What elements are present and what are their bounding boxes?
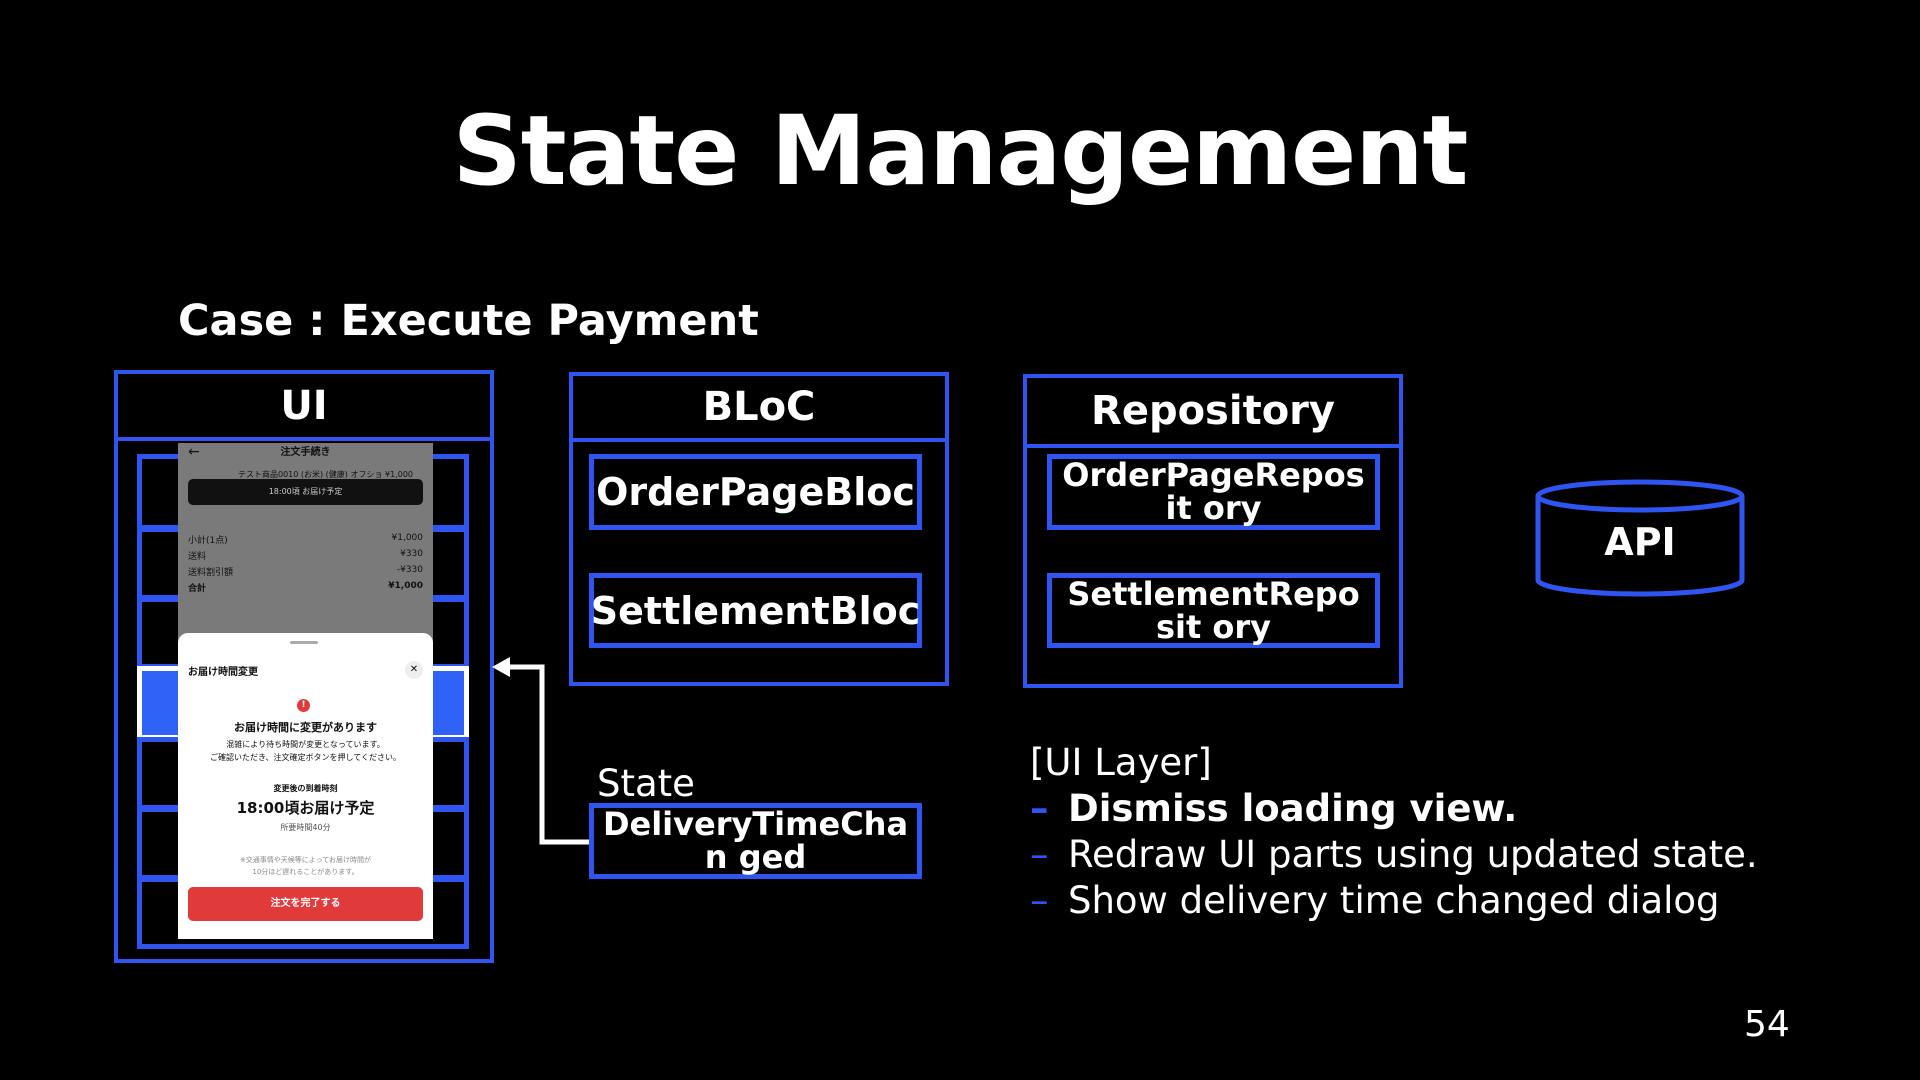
bullet-dash-icon: –	[1030, 787, 1049, 830]
settlement-repository: SettlementReposit ory	[1047, 573, 1380, 648]
api-label: API	[1604, 520, 1676, 564]
complete-order-button[interactable]: 注文を完了する	[188, 887, 423, 921]
bloc-panel-header: BLoC	[573, 376, 945, 442]
ui-panel-header: UI	[118, 374, 490, 441]
back-arrow-icon: ←	[188, 444, 200, 460]
warning-icon: !	[297, 699, 310, 712]
order-page-repository: OrderPageReposit ory	[1047, 454, 1380, 530]
ui-panel: UI	[114, 370, 494, 963]
phone-row-subtotal: 小計(1点)¥1,000	[188, 533, 423, 546]
page-number: 54	[1744, 1004, 1790, 1045]
state-to-ui-arrow	[492, 657, 591, 845]
case-label: Case : Execute Payment	[178, 296, 759, 346]
sheet-description-2: ご確認いただき、注文確定ボタンを押してください。	[210, 753, 401, 762]
arrival-time: 18:00頃お届け予定	[236, 799, 375, 817]
phone-row-shipping: 送料¥330	[188, 549, 423, 562]
phone-row-shipping-discount: 送料割引額-¥330	[188, 565, 423, 578]
phone-header-title: 注文手続き	[280, 447, 331, 458]
sheet-title: お届け時間変更	[188, 667, 258, 678]
bloc-panel: BLoC	[569, 372, 949, 686]
sheet-description-1: 混雑により待ち時間が変更となっています。	[226, 740, 385, 749]
repository-panel: Repository	[1023, 374, 1403, 688]
order-page-bloc: OrderPageBloc	[589, 454, 922, 530]
ui-layer-description: [UI Layer] – Dismiss loading view. – Red…	[1030, 740, 1758, 924]
bullet-dash-icon: –	[1030, 833, 1049, 876]
arrival-duration: 所要時間40分	[280, 823, 331, 832]
close-icon[interactable]: ✕	[405, 661, 423, 679]
ui-layer-title: [UI Layer]	[1030, 741, 1212, 784]
home-indicator	[270, 932, 340, 935]
slide-title: State Management	[452, 95, 1469, 207]
repository-panel-header: Repository	[1027, 378, 1399, 448]
delivery-time-changed-state: DeliveryTimeChan ged	[589, 803, 922, 879]
delay-note-2: 10分ほど遅れることがあります。	[252, 868, 359, 876]
phone-screenshot: ← 注文手続き テスト商品0010 (お米) (健康) オフショ ¥1,000 …	[178, 443, 433, 939]
delivery-change-sheet: お届け時間変更 ✕ ! お届け時間に変更があります 混雑により待ち時間が変更とな…	[178, 633, 433, 939]
sheet-heading: お届け時間に変更があります	[234, 721, 377, 734]
arrival-label: 変更後の到着時刻	[273, 784, 338, 793]
phone-row-total: 合計¥1,000	[188, 581, 423, 594]
phone-delivery-banner: 18:00頃 お届け予定	[188, 479, 423, 505]
ui-layer-bullet: – Redraw UI parts using updated state.	[1030, 833, 1758, 876]
delay-note-1: ※交通事情や天候等によってお届け時間が	[239, 856, 372, 864]
api-database-icon	[1535, 479, 1745, 597]
state-label: State	[597, 762, 695, 805]
bullet-dash-icon: –	[1030, 879, 1049, 922]
settlement-bloc: SettlementBloc	[589, 573, 922, 648]
phone-item-line: テスト商品0010 (お米) (健康) オフショ ¥1,000	[238, 470, 414, 479]
ui-layer-bullet: – Show delivery time changed dialog	[1030, 879, 1720, 922]
sheet-handle[interactable]	[290, 641, 318, 644]
ui-layer-bullet: – Dismiss loading view.	[1030, 787, 1518, 830]
